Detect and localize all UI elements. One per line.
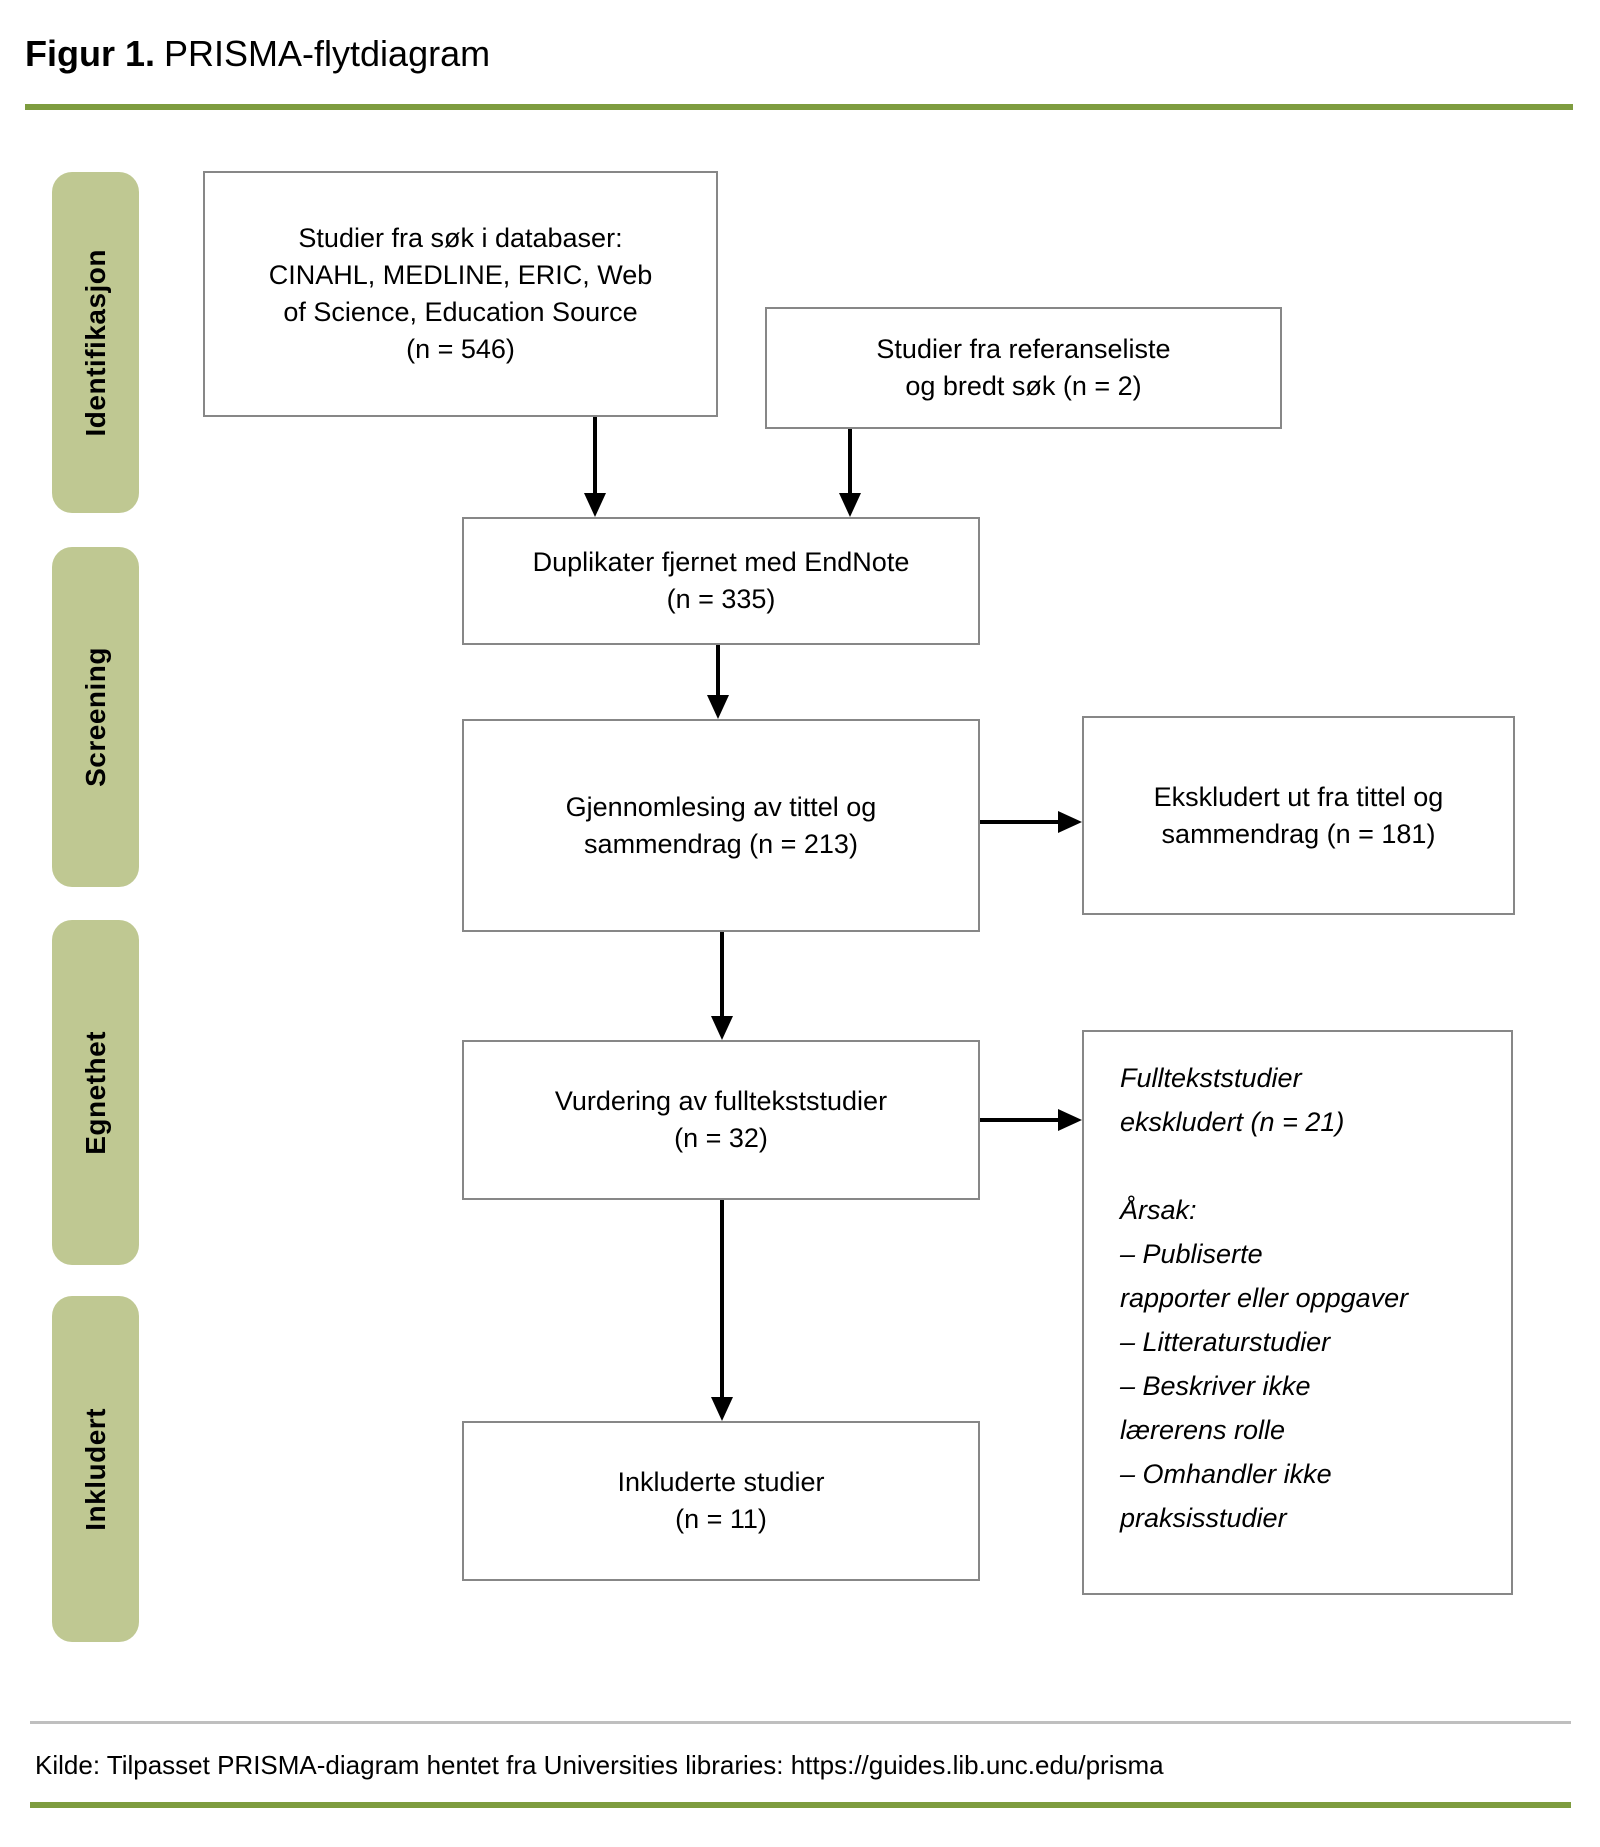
box-text: Duplikater fjernet med EndNote(n = 335): [532, 547, 910, 614]
arrow-screening-to-fulltext: [711, 932, 733, 1040]
arrow-fulltext-to-excluded: [980, 1109, 1082, 1131]
footer-rule-bottom: [30, 1802, 1571, 1808]
source-note: Kilde: Tilpasset PRISMA-diagram hentet f…: [35, 1750, 1164, 1780]
footer-rule-top: [30, 1721, 1571, 1724]
arrow-duplicates-to-screening: [707, 645, 729, 719]
stage-band-inkludert: Inkludert: [52, 1296, 139, 1642]
stage-band-screening: Screening: [52, 547, 139, 887]
box-text: Inkluderte studier(n = 11): [617, 1467, 825, 1534]
figure-name: PRISMA-flytdiagram: [164, 33, 491, 74]
box-text: Vurdering av fulltekststudier(n = 32): [554, 1086, 888, 1153]
box-fulltext-assessment: Vurdering av fulltekststudier(n = 32): [462, 1040, 980, 1200]
arrow-reference-to-duplicates: [839, 429, 861, 517]
figure-number: Figur 1.: [25, 33, 156, 74]
title-rule: [25, 104, 1573, 110]
box-text: Studier fra søk i databaser:CINAHL, MEDL…: [268, 223, 653, 364]
arrow-fulltext-to-included: [711, 1200, 733, 1421]
arrow-screening-to-excluded: [980, 811, 1082, 833]
stage-label: Egnethet: [79, 1030, 111, 1155]
stage-label: Identifikasjon: [79, 248, 111, 437]
arrow-database-to-duplicates: [584, 417, 606, 517]
stage-band-identifikasjon: Identifikasjon: [52, 172, 139, 513]
stage-band-egnethet: Egnethet: [52, 920, 139, 1265]
box-database-search: Studier fra søk i databaser:CINAHL, MEDL…: [203, 171, 718, 417]
box-duplicates-removed: Duplikater fjernet med EndNote(n = 335): [462, 517, 980, 645]
stage-label: Inkludert: [79, 1407, 111, 1531]
box-included-studies: Inkluderte studier(n = 11): [462, 1421, 980, 1581]
stage-label: Screening: [79, 647, 111, 787]
figure-title: Figur 1.PRISMA-flytdiagram: [25, 32, 490, 76]
